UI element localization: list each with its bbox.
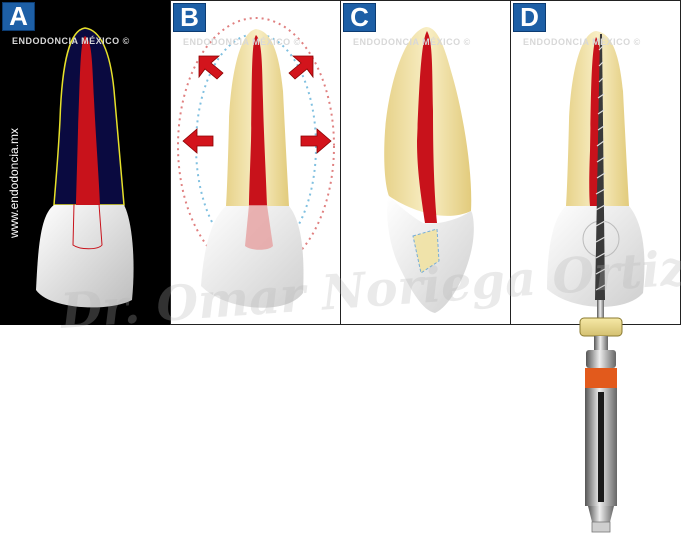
- panel-label-d: D: [513, 3, 546, 32]
- panel-d: D ENDODONCIA MÉXICO ©: [510, 0, 681, 325]
- panel-c: C ENDODONCIA MÉXICO ©: [340, 0, 511, 325]
- rubber-stopper: [579, 317, 623, 337]
- file-color-band: [585, 368, 617, 388]
- watermark-text: ENDODONCIA MÉXICO ©: [353, 37, 471, 47]
- tooth-diagram-d: [547, 31, 645, 307]
- watermark-text: ENDODONCIA MÉXICO ©: [183, 37, 301, 47]
- file-spiral: [595, 45, 606, 291]
- side-url-text: www.endodoncia.mx: [7, 127, 21, 239]
- watermark-text: ENDODONCIA MÉXICO ©: [523, 37, 641, 47]
- watermark-text: ENDODONCIA MÉXICO ©: [12, 36, 130, 46]
- tooth-diagram-a: [36, 27, 134, 308]
- panel-label-b: B: [173, 3, 206, 32]
- panel-a: A ENDODONCIA MÉXICO © www.endodoncia.mx: [0, 0, 170, 325]
- panel-b: B ENDODONCIA MÉXICO ©: [170, 0, 341, 325]
- panel-label-a: A: [2, 2, 35, 31]
- endodontic-file: [579, 34, 623, 533]
- panel-label-c: C: [343, 3, 376, 32]
- tooth-diagram-c: [384, 27, 474, 313]
- tooth-diagram-b: [177, 17, 335, 308]
